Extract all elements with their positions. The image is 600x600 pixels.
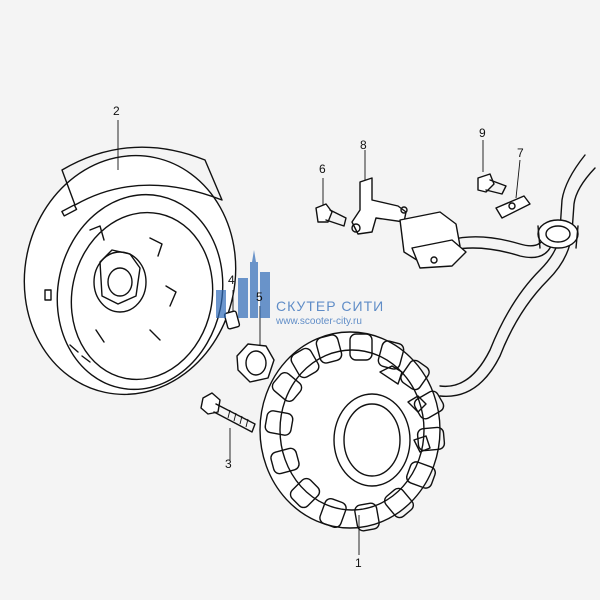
callout-8: 8 (360, 138, 367, 152)
callout-7: 7 (517, 146, 524, 160)
callout-5: 5 (256, 290, 263, 304)
nut (236, 343, 275, 383)
callout-6: 6 (319, 162, 326, 176)
callout-1: 1 (355, 556, 362, 570)
watermark-url: www.scooter-city.ru (276, 316, 362, 327)
flywheel-bolt (200, 392, 256, 433)
wire-clamp (495, 195, 531, 219)
watermark-name: СКУТЕР СИТИ (276, 298, 385, 314)
callout-2: 2 (113, 104, 120, 118)
callout-9: 9 (479, 126, 486, 140)
woodruff-key (223, 310, 241, 330)
callout-3: 3 (225, 457, 232, 471)
stator (259, 331, 446, 532)
callout-4: 4 (228, 273, 235, 287)
bracket-bolt (315, 203, 347, 227)
wiring-harness (439, 154, 596, 398)
flywheel-rotor (23, 146, 237, 396)
clamp-bolt (477, 173, 507, 195)
pickup-coil-bracket (351, 177, 467, 269)
watermark-city-icon (216, 250, 270, 318)
